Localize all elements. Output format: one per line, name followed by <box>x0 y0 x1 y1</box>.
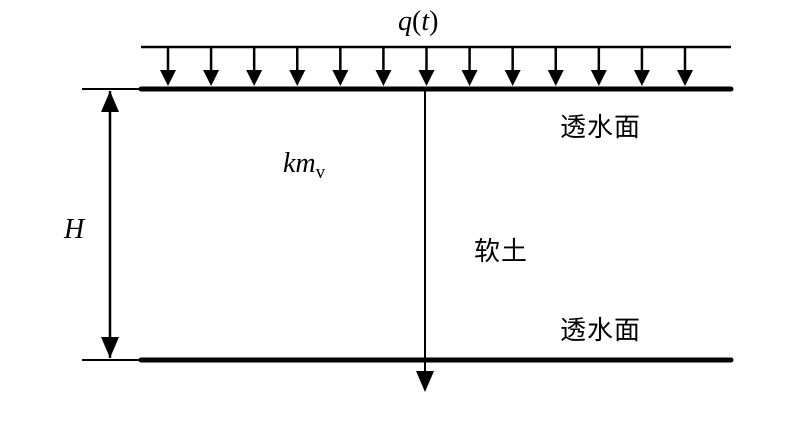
load-arrow <box>203 48 220 86</box>
load-arrow <box>246 48 263 86</box>
load-arrow <box>418 48 435 86</box>
thickness-dimension-arrow <box>101 91 119 358</box>
load-arrow <box>375 48 392 86</box>
coefficient-label: kmv <box>283 148 326 183</box>
load-arrow <box>332 48 349 86</box>
soil-label: 软土 <box>474 237 529 267</box>
load-arrow <box>289 48 306 86</box>
depth-axis-arrow <box>416 89 434 392</box>
load-arrow <box>504 48 521 86</box>
load-arrow <box>461 48 478 86</box>
load-arrow <box>160 48 176 86</box>
thickness-label: H <box>64 214 85 245</box>
load-label: q(t) <box>398 6 439 37</box>
load-arrow <box>590 48 607 86</box>
load-arrow <box>633 48 650 86</box>
load-arrows <box>160 48 693 86</box>
bottom-boundary-label: 透水面 <box>560 316 642 346</box>
load-arrow <box>547 48 564 86</box>
load-arrow <box>677 48 693 86</box>
top-boundary-label: 透水面 <box>560 113 642 143</box>
